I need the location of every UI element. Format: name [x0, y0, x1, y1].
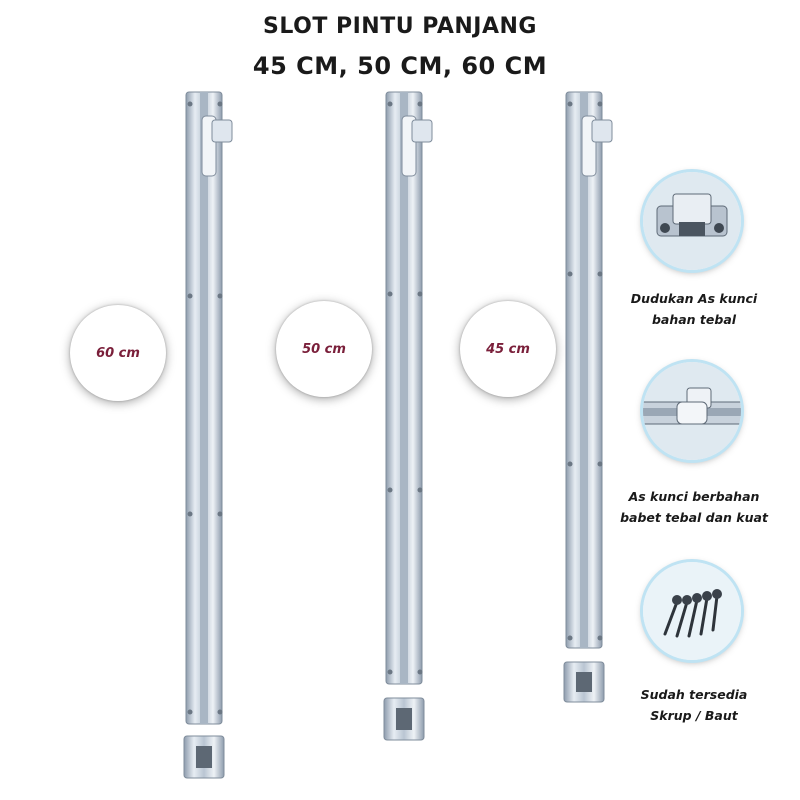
size-label: 60 cm [96, 345, 140, 361]
page-title: SLOT PINTU PANJANG [263, 14, 537, 39]
door-bolt-45cm-image [563, 91, 613, 703]
feature-caption-mount: Dudukan As kunci bahan tebal [630, 291, 758, 327]
size-badge-45cm: 45 cm [460, 301, 556, 397]
bolt-shaft-icon [643, 362, 741, 460]
bracket-mount-icon [643, 172, 741, 270]
page-subtitle: 45 CM, 50 CM, 60 CM [252, 52, 548, 80]
size-badge-60cm: 60 cm [70, 305, 166, 401]
size-label: 50 cm [302, 341, 346, 357]
size-label: 45 cm [486, 341, 530, 357]
door-bolt-60cm-image [183, 91, 233, 779]
feature-caption-shaft: As kunci berbahan babet tebal dan kuat [620, 489, 768, 525]
door-bolt-50cm-image [383, 91, 433, 741]
size-badge-50cm: 50 cm [276, 301, 372, 397]
screws-icon [643, 562, 741, 660]
feature-caption-screws: Sudah tersedia Skrup / Baut [640, 687, 748, 723]
